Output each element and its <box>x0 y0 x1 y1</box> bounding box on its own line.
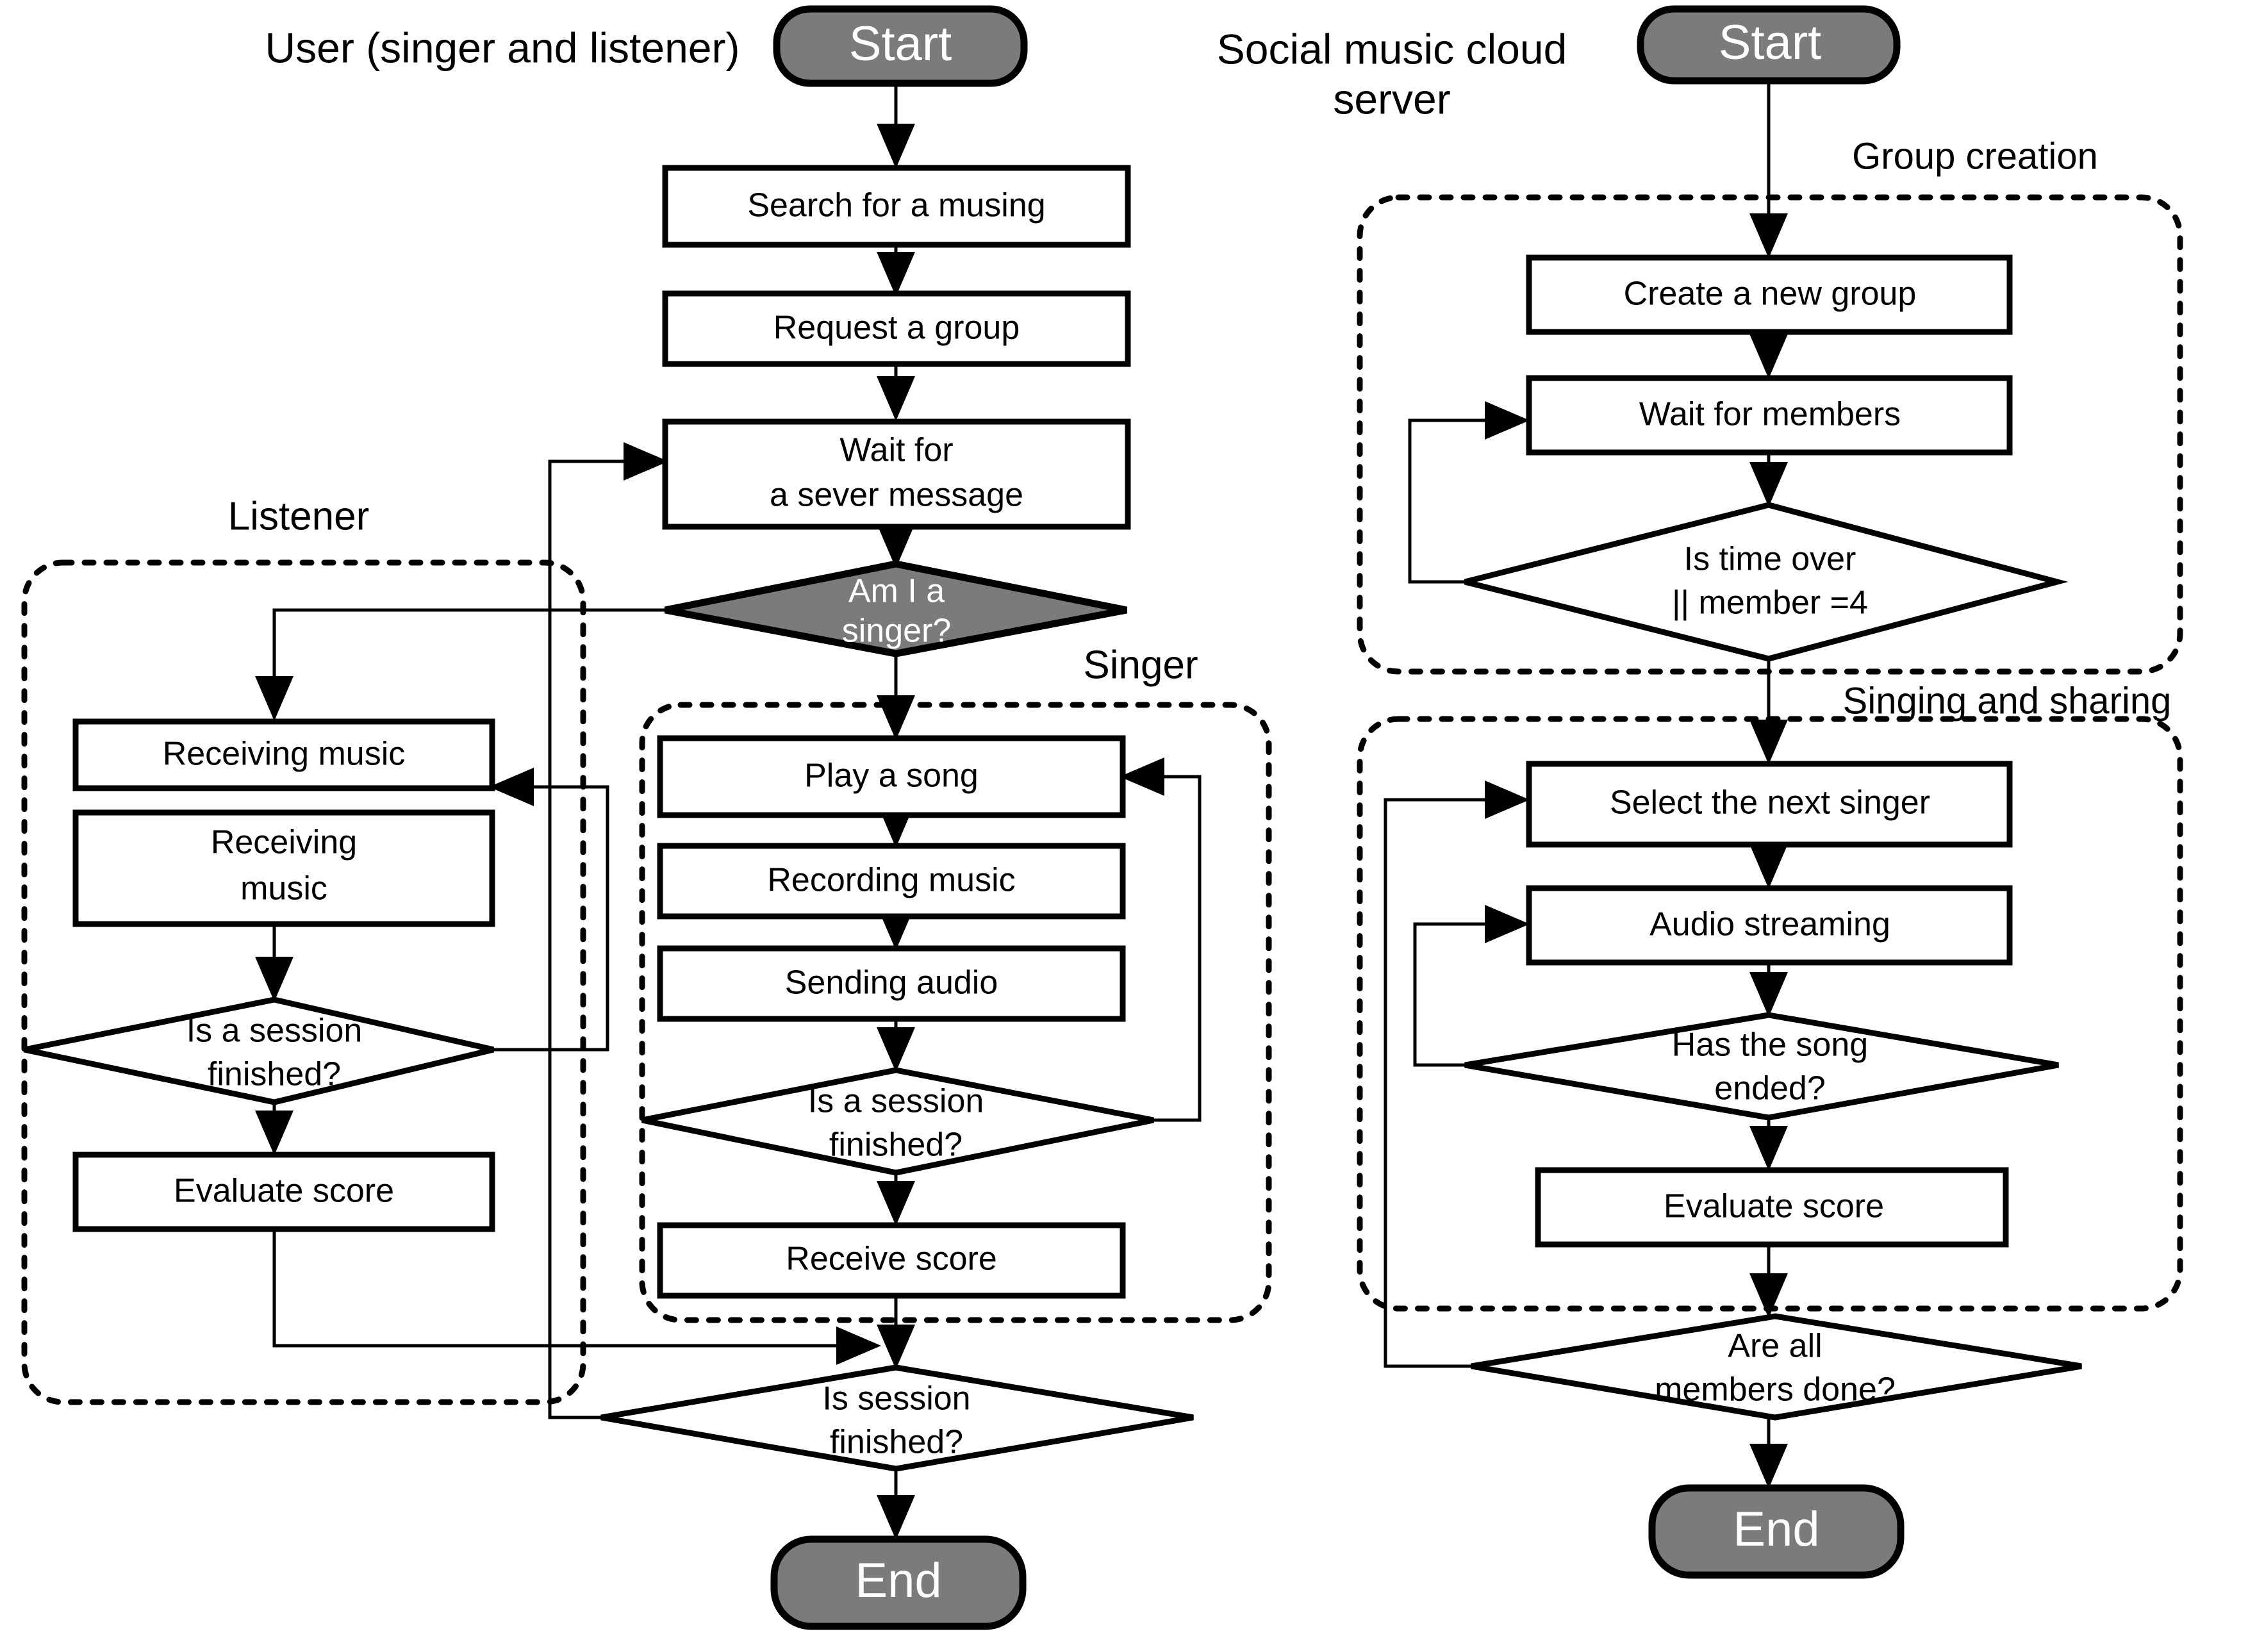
is-time-over-line1: Is time over <box>1684 541 1856 578</box>
receiving-music-1-label: Receiving music <box>163 736 406 773</box>
node-start-right[interactable]: Start <box>1637 5 1901 85</box>
has-song-ended-line2: ended? <box>1714 1070 1826 1107</box>
receiving-music-2-line1: Receiving <box>211 824 357 861</box>
edge-levaluate-to-end <box>272 1229 881 1365</box>
node-receiving-music-2[interactable]: Receiving music <box>72 809 495 927</box>
node-search-for-music[interactable]: Search for a musing <box>662 165 1131 248</box>
are-all-members-line2: members done? <box>1655 1371 1896 1408</box>
are-all-members-line1: Are all <box>1728 1328 1822 1365</box>
lane-label-listener: Listener <box>228 494 370 538</box>
node-receiving-music-1[interactable]: Receiving music <box>72 718 495 791</box>
singer-session-line2: finished? <box>829 1127 963 1164</box>
node-play-a-song[interactable]: Play a song <box>657 735 1126 818</box>
node-is-time-over[interactable]: Is time over || member =4 <box>1464 502 2069 662</box>
listener-session-line1: Is a session <box>186 1012 363 1050</box>
am-i-a-singer-line1: Am I a <box>848 573 945 610</box>
listener-evaluate-score-label: Evaluate score <box>174 1173 394 1210</box>
node-end-left[interactable]: End <box>770 1535 1027 1630</box>
recording-music-label: Recording music <box>767 862 1015 899</box>
node-wait-for-members[interactable]: Wait for members <box>1526 375 2013 456</box>
listener-session-line2: finished? <box>208 1056 341 1093</box>
node-select-next-singer[interactable]: Select the next singer <box>1526 761 2013 848</box>
node-wait-for-server-message[interactable]: Wait for a sever message <box>662 418 1131 530</box>
node-listener-is-session-finished[interactable]: Is a session finished? <box>24 996 495 1105</box>
node-receive-score[interactable]: Receive score <box>657 1222 1126 1299</box>
server-evaluate-score-label: Evaluate score <box>1664 1188 1884 1225</box>
edge-songended-loop-back <box>1413 905 1530 1067</box>
is-session-finished-line1: Is session <box>822 1380 970 1417</box>
wait-server-line1: Wait for <box>839 432 953 469</box>
node-listener-evaluate-score[interactable]: Evaluate score <box>72 1152 495 1232</box>
lane-label-singer: Singer <box>1083 643 1198 687</box>
wait-for-members-label: Wait for members <box>1639 396 1901 433</box>
node-am-i-a-singer[interactable]: Am I a singer? <box>664 560 1128 657</box>
end-right-label: End <box>1733 1502 1819 1557</box>
node-request-a-group[interactable]: Request a group <box>662 290 1131 367</box>
create-new-group-label: Create a new group <box>1624 276 1917 313</box>
node-start-left[interactable]: Start <box>773 5 1028 87</box>
request-a-group-label: Request a group <box>773 310 1020 347</box>
receiving-music-2-line2: music <box>240 870 327 907</box>
node-sending-audio[interactable]: Sending audio <box>657 945 1126 1022</box>
node-recording-music[interactable]: Recording music <box>657 843 1126 920</box>
receive-score-label: Receive score <box>786 1241 996 1278</box>
is-session-finished-line2: finished? <box>830 1424 963 1461</box>
search-for-music-label: Search for a musing <box>747 187 1045 224</box>
singer-session-line1: Is a session <box>808 1083 984 1120</box>
title-server-lane-line1: Social music cloud <box>1217 25 1567 72</box>
edge-ssession-loop-back <box>1120 757 1202 1122</box>
node-create-new-group[interactable]: Create a new group <box>1526 254 2013 335</box>
end-left-label: End <box>855 1553 941 1608</box>
edge-timeover-loop-back <box>1408 401 1530 584</box>
edge-lsession-loop-back <box>489 768 609 1052</box>
audio-streaming-label: Audio streaming <box>1649 906 1890 943</box>
title-user-lane: User (singer and listener) <box>265 24 740 71</box>
title-server-lane-line2: server <box>1333 75 1450 122</box>
select-next-singer-label: Select the next singer <box>1610 784 1930 822</box>
am-i-a-singer-line2: singer? <box>842 613 952 650</box>
sending-audio-label: Sending audio <box>785 964 998 1002</box>
node-are-all-members-done[interactable]: Are all members done? <box>1471 1313 2082 1421</box>
start-left-label: Start <box>849 17 952 71</box>
singer-lane-box <box>639 702 1272 1323</box>
lane-label-singing-sharing: Singing and sharing <box>1843 680 2172 722</box>
wait-server-line2: a sever message <box>770 477 1023 514</box>
node-singer-is-session-finished[interactable]: Is a session finished? <box>641 1067 1154 1176</box>
node-has-song-ended[interactable]: Has the song ended? <box>1464 1012 2059 1121</box>
start-right-label: Start <box>1719 15 1822 70</box>
lane-label-group-creation: Group creation <box>1852 135 2098 177</box>
is-time-over-line2: || member =4 <box>1672 584 1868 622</box>
node-end-right[interactable]: End <box>1648 1484 1905 1579</box>
node-audio-streaming[interactable]: Audio streaming <box>1526 885 2013 966</box>
has-song-ended-line1: Has the song <box>1672 1027 1868 1064</box>
edge-amia-to-receiving <box>255 608 665 721</box>
play-a-song-label: Play a song <box>804 757 979 795</box>
node-is-session-finished-bottom[interactable]: Is session finished? <box>600 1364 1194 1472</box>
edge-allmembers-loop-back <box>1384 781 1530 1368</box>
node-server-evaluate-score[interactable]: Evaluate score <box>1535 1167 2009 1248</box>
listener-lane-box <box>21 559 586 1405</box>
